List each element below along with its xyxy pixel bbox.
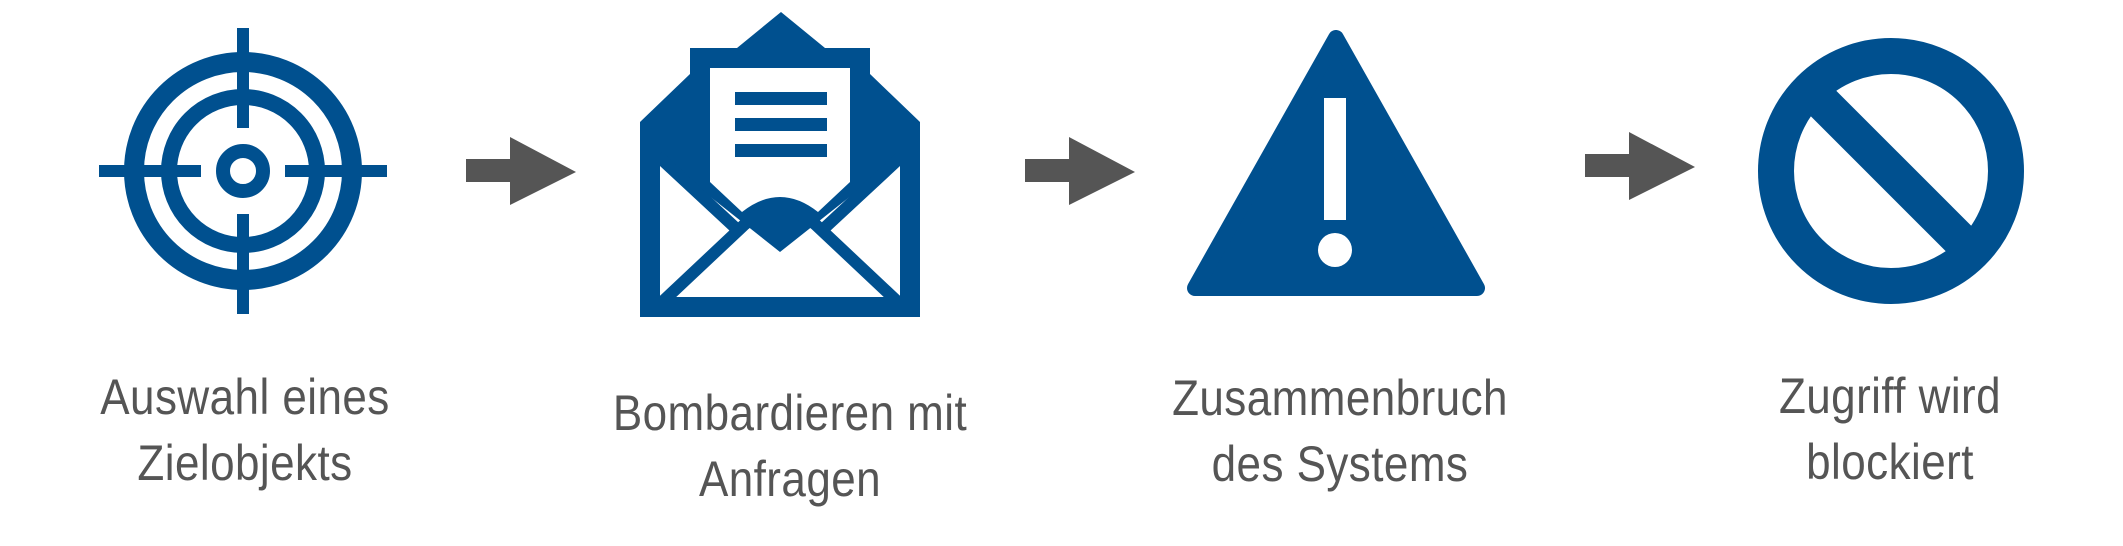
arrow-right-icon [1585,132,1695,200]
step-label-line: Bombardieren mit [612,385,968,441]
step-label-line: Zugriff wird [1778,368,2002,424]
step-label-line: blockiert [1806,434,1974,490]
crosshair-target-icon [99,28,387,314]
step-label: Bombardieren mit Anfragen [596,380,983,512]
step-label: Auswahl eines Zielobjekts [65,364,426,496]
open-envelope-letter-icon [640,12,920,317]
step-label-line: Auswahl eines [100,369,390,425]
step-label-line: Anfragen [698,451,882,507]
step-label-line: Zusammenbruch [1172,370,1508,426]
prohibited-sign-icon [1758,38,2024,304]
arrow-right-icon [466,137,576,205]
step-label: Zugriff wird blockiert [1723,363,2057,495]
step-label-line: des Systems [1211,436,1469,492]
arrow-right-icon [1025,137,1135,205]
step-label: Zusammenbruch des Systems [1155,365,1525,497]
step-label-line: Zielobjekts [137,435,353,491]
warning-triangle-icon [1187,30,1485,296]
